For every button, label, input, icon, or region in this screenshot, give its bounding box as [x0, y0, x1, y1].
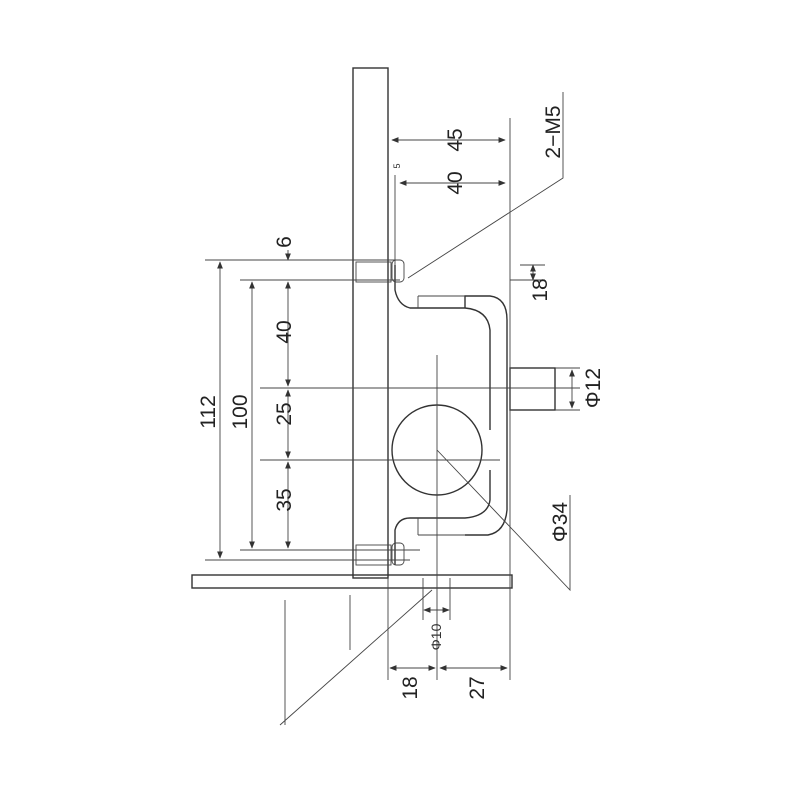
dim-35: 35: [273, 488, 296, 511]
bolt-bottom: [355, 542, 405, 566]
dim-5: 5: [392, 163, 402, 168]
dim-phi34: Φ34: [549, 502, 572, 542]
bolt-top: [355, 259, 405, 283]
extension-lines: [205, 118, 580, 726]
dim-6: 6: [273, 236, 296, 248]
dim-25: 25: [273, 402, 296, 425]
base-plate: [191, 574, 513, 589]
dim-18-bottom: 18: [399, 676, 422, 699]
dim-45: 45: [444, 128, 467, 151]
leader-lines: [407, 92, 571, 592]
dim-40: 40: [273, 320, 296, 343]
thread-label: 2−M5: [542, 105, 565, 158]
wall-section: [352, 67, 389, 579]
roller-housing: [394, 175, 508, 565]
dimension-arrows: [217, 137, 575, 671]
dim-27: 27: [466, 676, 489, 699]
dim-100: 100: [229, 394, 252, 429]
shaft: [509, 367, 556, 411]
dim-112: 112: [197, 395, 220, 428]
dim-40-top: 40: [444, 171, 467, 194]
dim-18-top: 18: [529, 278, 552, 301]
dim-phi12: Φ12: [582, 368, 605, 408]
dim-phi10: Φ10: [428, 623, 444, 650]
